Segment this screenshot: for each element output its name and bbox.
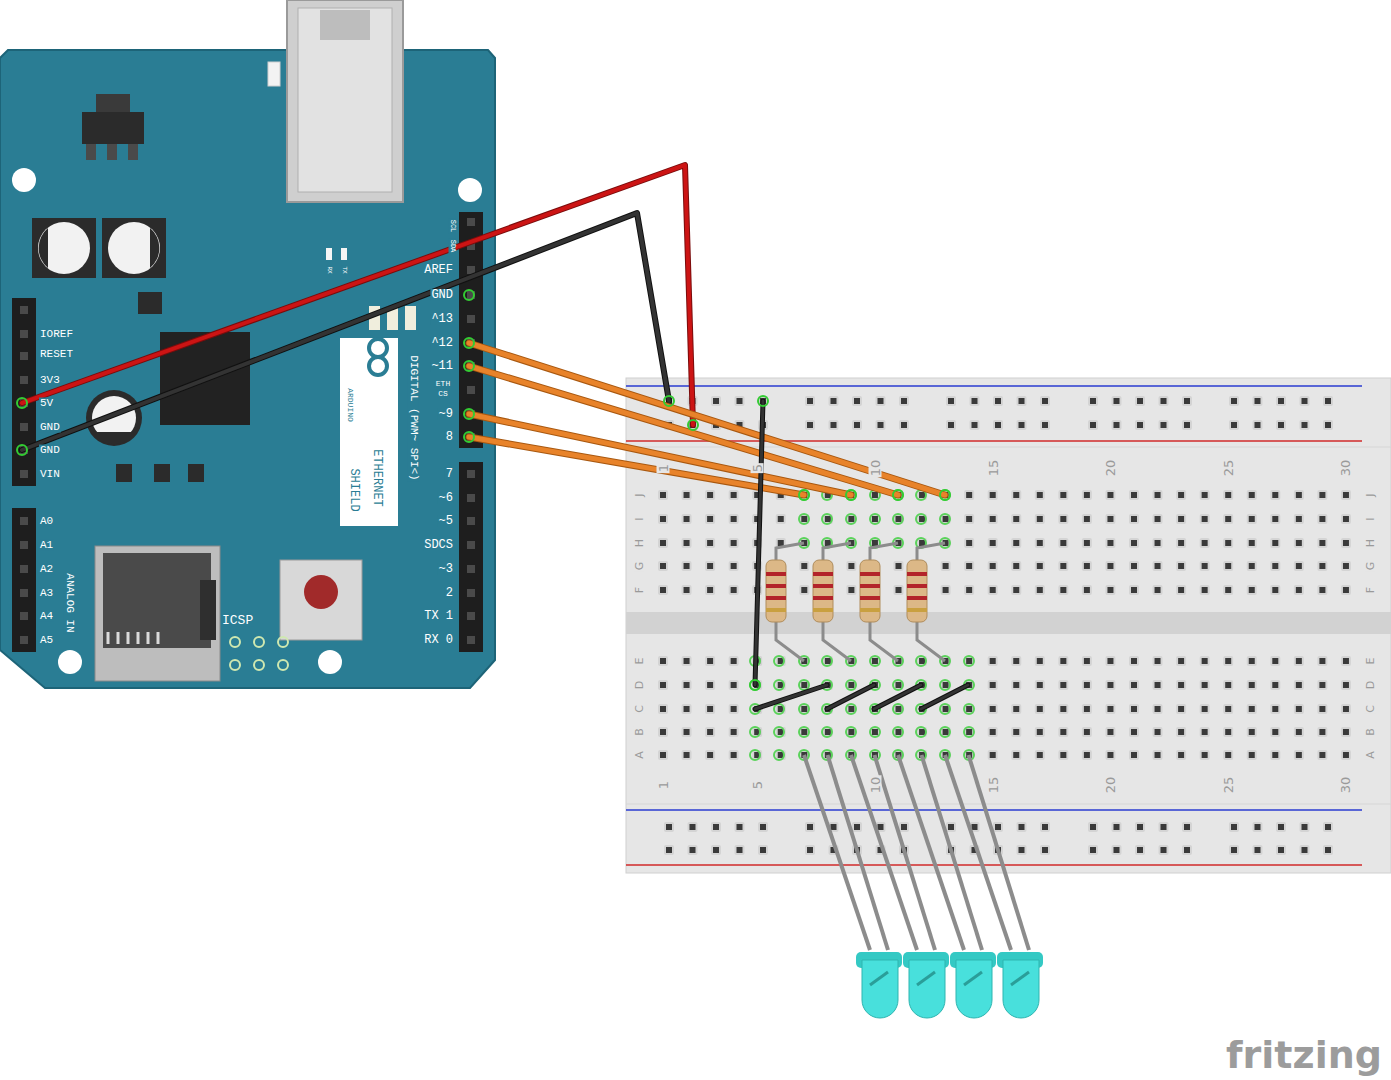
pin-label: AREF [423, 264, 454, 276]
row-letter: A [1365, 750, 1376, 760]
arduino-board [0, 0, 495, 688]
pin-label: TX 1 [423, 610, 454, 622]
row-letter: H [1365, 538, 1376, 548]
board-label: DIGITAL (PWM~ SPI<) [408, 354, 419, 481]
column-number: 20 [1104, 459, 1117, 478]
row-letter: E [634, 657, 645, 666]
column-number: 10 [869, 776, 882, 795]
column-number: 5 [751, 463, 764, 473]
pin-label: A3 [39, 588, 54, 599]
breadboard [626, 378, 1391, 873]
column-number: 1 [657, 780, 670, 790]
column-number: 10 [869, 459, 882, 478]
pin-label: ~9 [438, 408, 454, 420]
pin-label: SCL [449, 219, 456, 234]
row-letter: A [634, 750, 645, 760]
pin-label: GND [39, 422, 61, 433]
pin-label: IOREF [39, 329, 74, 340]
column-number: 15 [987, 459, 1000, 478]
row-letter: E [1365, 657, 1376, 666]
pin-label: ~11 [430, 360, 454, 372]
column-number: 25 [1222, 459, 1235, 478]
pin-label: 3V3 [39, 375, 61, 386]
pin-label: VIN [39, 469, 61, 480]
row-letter: G [634, 561, 645, 572]
row-letter: D [1365, 680, 1376, 690]
pin-label: 8 [445, 431, 454, 443]
led-label: TX [341, 265, 347, 274]
pin-label: ^12 [430, 337, 454, 349]
pin-label: A1 [39, 540, 54, 551]
pin-label: A2 [39, 564, 54, 575]
column-number: 15 [987, 776, 1000, 795]
row-letter: H [634, 538, 645, 548]
row-letter: I [1365, 516, 1376, 521]
pin-label: ~5 [438, 515, 454, 527]
row-letter: F [634, 586, 645, 594]
row-letter: I [634, 516, 645, 521]
row-letter: B [1365, 727, 1376, 737]
pin-label: RESET [39, 349, 74, 360]
pin-label: ~3 [438, 563, 454, 575]
pin-label: 2 [445, 587, 454, 599]
board-label: ANALOG IN [64, 572, 75, 633]
pin-label: 5V [39, 398, 54, 409]
pin-label: ~6 [438, 492, 454, 504]
led-label: RX [326, 265, 332, 274]
pin-label: A5 [39, 635, 54, 646]
row-letter: D [634, 680, 645, 690]
column-number: 30 [1339, 776, 1352, 795]
row-letter: C [1365, 704, 1376, 714]
row-letter: C [634, 704, 645, 714]
wires [17, 165, 950, 690]
pin-label: A0 [39, 516, 54, 527]
row-letter: G [1365, 561, 1376, 572]
column-number: 5 [751, 780, 764, 790]
pin-label: SDA [449, 239, 456, 254]
row-letter: J [1365, 492, 1376, 497]
board-label: ETHERNET [371, 448, 383, 508]
column-number: 20 [1104, 776, 1117, 795]
pin-label: ^13 [430, 313, 454, 325]
row-letter: J [634, 492, 645, 497]
pin-label: CS [437, 390, 449, 398]
column-number: 25 [1222, 776, 1235, 795]
pin-label: 7 [445, 468, 454, 480]
pin-label: GND [430, 289, 454, 301]
column-number: 30 [1339, 459, 1352, 478]
column-number: 1 [657, 463, 670, 473]
watermark: fritzing [1225, 1036, 1383, 1074]
pin-label: GND [39, 445, 61, 456]
pin-label: ETH [435, 380, 451, 388]
row-letter: F [1365, 586, 1376, 594]
pin-label: RX 0 [423, 634, 454, 646]
board-label: ICSP [221, 614, 254, 627]
board-label: SHIELD [348, 467, 360, 512]
components [755, 543, 1043, 1018]
row-letter: B [634, 727, 645, 737]
pin-label: SDCS [423, 539, 454, 551]
pin-label: A4 [39, 611, 54, 622]
board-label: ARDUINO [346, 387, 354, 423]
